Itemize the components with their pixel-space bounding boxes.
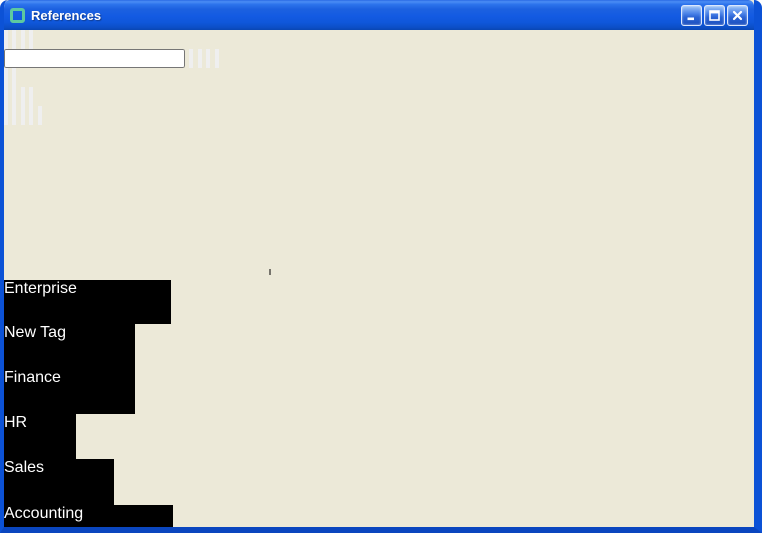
close-button[interactable]: [727, 4, 748, 26]
window-controls: [681, 4, 748, 26]
print-button[interactable]: [206, 49, 224, 78]
node-sales[interactable]: Sales: [4, 459, 114, 505]
save-button[interactable]: [189, 49, 207, 78]
print-preview-button[interactable]: [214, 49, 233, 79]
title-bar[interactable]: References: [4, 0, 754, 30]
toolbar-primary: [4, 30, 754, 59]
fit-image-button[interactable]: [29, 87, 47, 115]
edge-layer: [104, 269, 499, 415]
minimize-icon: [687, 17, 694, 20]
zoom-interactive-button[interactable]: [12, 87, 29, 116]
node-new-tag[interactable]: New Tag: [4, 324, 135, 369]
grid-layout-button[interactable]: [29, 106, 47, 136]
node-hr[interactable]: HR: [4, 414, 76, 459]
orthogonal-layout-button[interactable]: [20, 106, 38, 135]
delete-tag-button[interactable]: [12, 30, 29, 59]
symmetric-layout-button[interactable]: [12, 106, 27, 134]
app-icon: [10, 7, 25, 23]
minimize-button[interactable]: [681, 4, 702, 26]
close-icon: [732, 10, 743, 20]
zoom-window-button[interactable]: [4, 87, 21, 116]
zoom-selection-button[interactable]: [20, 87, 39, 117]
add-reference-button[interactable]: [20, 30, 39, 59]
pan-tool-button[interactable]: [12, 68, 29, 97]
window-title: References: [31, 7, 102, 23]
circular-layout-button[interactable]: [4, 106, 20, 135]
hierarchical-layout-button[interactable]: [37, 106, 56, 134]
maximize-icon: [709, 9, 720, 21]
node-enterprise[interactable]: Enterprise: [4, 280, 171, 324]
remove-reference-button[interactable]: [29, 30, 47, 59]
toolbar-secondary: [4, 49, 754, 136]
add-tag-button[interactable]: [4, 30, 22, 59]
save-image-button[interactable]: [197, 49, 216, 79]
toolbar-field[interactable]: [4, 49, 185, 68]
select-tool-button[interactable]: [4, 68, 21, 97]
maximize-button[interactable]: [704, 4, 725, 26]
node-accounting[interactable]: Accounting: [4, 505, 173, 527]
edge-enterprise-finance: [107, 269, 271, 313]
node-finance[interactable]: Finance: [4, 369, 135, 414]
